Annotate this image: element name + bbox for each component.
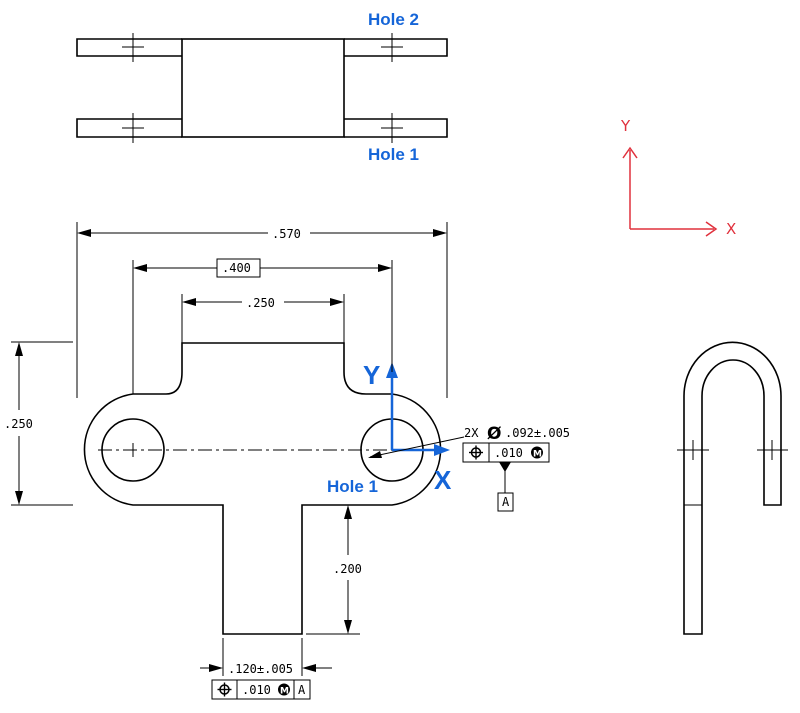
dim-height: .250 [4, 341, 73, 506]
position-icon [217, 682, 232, 697]
top-view-prong-left-upper [76, 38, 182, 57]
axis-x-blue: X [434, 465, 452, 495]
dim-hole-spacing-text: .400 [222, 261, 251, 275]
mmc-icon: M [278, 683, 290, 697]
side-view-outer [683, 341, 782, 635]
top-view-body [181, 38, 345, 138]
axis-y-label: Y [620, 117, 631, 135]
dim-tab-width-text: .250 [246, 296, 275, 310]
hole-callout-qty: 2X [464, 426, 479, 440]
stem-callout-tolerance: .010 [242, 683, 271, 697]
front-view [83, 342, 442, 635]
top-view-prong-right-lower [344, 118, 448, 138]
label-hole-2-top: Hole 2 [368, 10, 419, 29]
hole-callout-diameter: .092±.005 [505, 426, 570, 440]
dim-tab-width: .250 [181, 294, 345, 343]
svg-text:M: M [533, 450, 542, 460]
top-view-prong-left-lower [76, 118, 182, 138]
dim-stem-length: .200 [306, 505, 362, 635]
top-view [76, 33, 448, 143]
axis-y-blue: Y [363, 360, 380, 390]
dim-stem-width: .120±.005 .010 M A [200, 638, 332, 700]
side-view [677, 341, 788, 635]
hole-callout: 2X Ø .092±.005 .010 M A [368, 424, 570, 512]
dim-overall-width: .570 [76, 222, 448, 398]
dim-overall-width-text: .570 [272, 227, 301, 241]
hole-callout-diameter-symbol: Ø [487, 424, 501, 444]
position-icon [469, 445, 483, 460]
svg-text:M: M [280, 687, 289, 697]
hole-callout-tolerance: .010 [494, 446, 523, 460]
reference-axes: Y X [620, 117, 736, 238]
dim-stem-length-text: .200 [333, 562, 362, 576]
dim-stem-width-text: .120±.005 [228, 662, 293, 676]
stem-callout-datum: A [298, 683, 306, 697]
top-view-prong-right-upper [344, 38, 448, 57]
part-outline [83, 342, 442, 635]
axis-x-label: X [726, 220, 736, 238]
mmc-icon: M [531, 446, 543, 460]
datum-a-label: A [502, 495, 510, 509]
label-hole-1-top: Hole 1 [368, 145, 419, 164]
dim-height-text: .250 [4, 417, 33, 431]
hole-1-axes: Y X [363, 360, 452, 495]
label-hole-1-front: Hole 1 [327, 477, 378, 496]
dim-hole-spacing: .400 [132, 258, 393, 394]
